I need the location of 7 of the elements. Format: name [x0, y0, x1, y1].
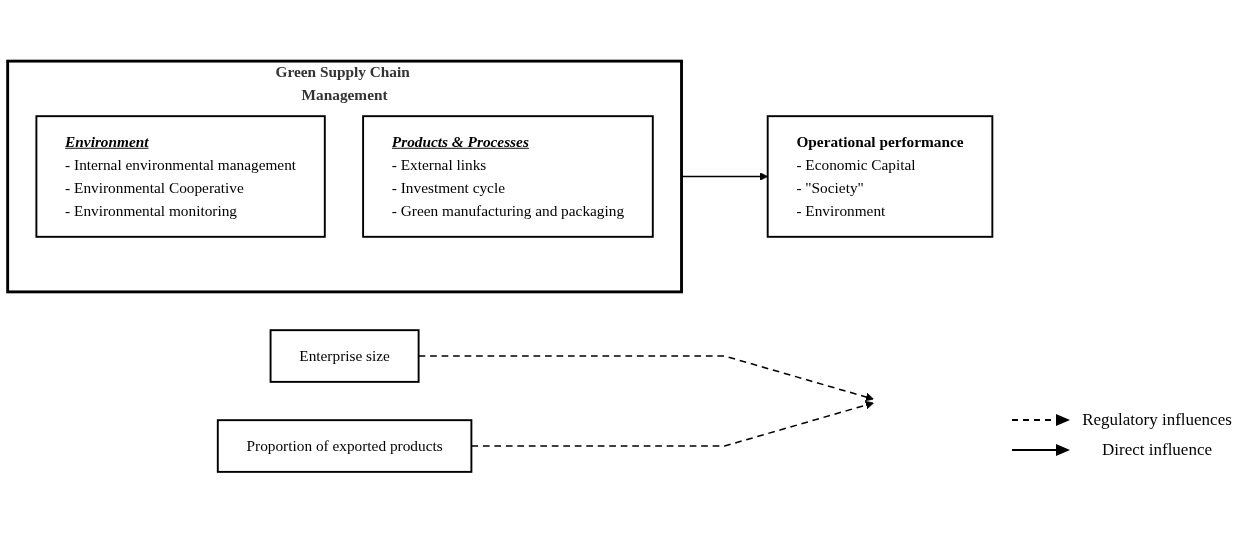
text-box: Operational performance - Economic Capital - "Society" - Environment [766, 115, 994, 238]
text-box: Products & Processes - External links - Investment cycle - Green manufacturing and packaging [362, 115, 654, 238]
legend-text: Direct influence [1101, 440, 1213, 460]
text-box: Enterprise size [269, 329, 420, 383]
text-box: Environment - Internal environmental management - Environmental Cooperative - Environmental monitoring [35, 115, 326, 238]
legend-text: Regulatory influences [1082, 410, 1232, 430]
text-box: Proportion of exported products [216, 419, 473, 473]
